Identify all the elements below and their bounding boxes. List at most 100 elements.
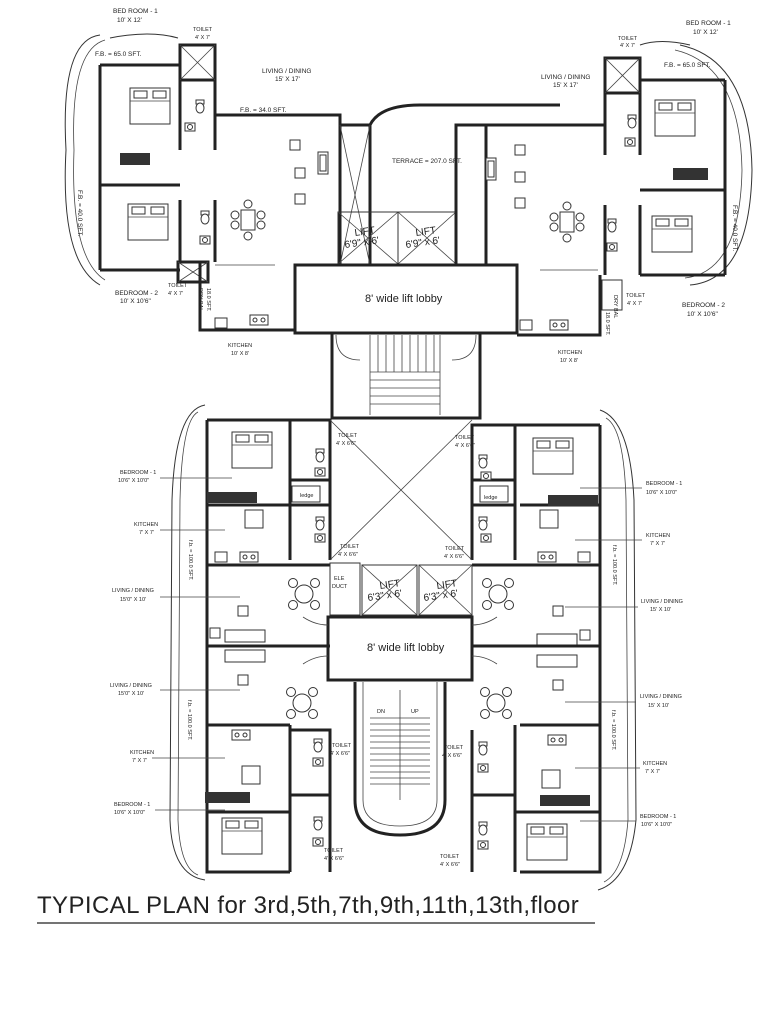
label-living-lt: LIVING / DINING xyxy=(112,588,154,594)
label-toilet1-rt: TOILET xyxy=(455,435,475,441)
label-fb1-right: F.B. = 65.0 SFT. xyxy=(664,62,711,69)
label-bedroom-rb: BEDROOM - 1 xyxy=(640,814,676,820)
label-bedroom-rt: BEDROOM - 1 xyxy=(646,481,682,487)
label-lobby-upper: 8' wide lift lobby xyxy=(365,293,443,305)
label-drybal-left: DRY BAL xyxy=(197,288,203,311)
label-ledge-left: ledge xyxy=(300,493,313,499)
label-lift2-lower: LIFT xyxy=(436,578,458,592)
label-living-left: LIVING / DINING xyxy=(262,68,311,75)
label-bedroom2-right: BEDROOM - 2 xyxy=(682,302,725,309)
label-lift1-upper: LIFT xyxy=(354,225,376,239)
balcony-left xyxy=(64,34,101,286)
size-toilet1-rt: 4' X 6'6" xyxy=(455,443,475,449)
stair-lower xyxy=(370,690,430,800)
label-fb1-left: F.B. = 65.0 SFT. xyxy=(95,51,142,58)
label-toilet2-right: TOILET xyxy=(626,293,646,299)
size-kitchen-left: 10' X 8' xyxy=(231,351,249,357)
label-toilet1-left: TOILET xyxy=(193,27,213,33)
label-fb-lb: f.b. = 100.0 SFT. xyxy=(186,700,192,741)
stair-upper xyxy=(335,334,477,415)
size-living-rt: 15' X 10' xyxy=(650,607,671,613)
balcony-right xyxy=(679,44,753,286)
label-drybal-area-right: 18.0 SFT. xyxy=(604,312,610,336)
label-drybal-area-left: 18.0 SFT. xyxy=(205,288,211,312)
size-toilet1-right: 4' X 7' xyxy=(620,43,635,49)
size-toilet2-right: 4' X 7' xyxy=(627,301,642,307)
label-terrace: TERRACE = 207.0 SFT. xyxy=(392,158,462,165)
label-lift1-lower: LIFT xyxy=(379,578,401,592)
size-kitchen-rb: 7' X 7' xyxy=(645,769,660,775)
size-bedroom2-right: 10' X 10'6" xyxy=(687,311,719,318)
label-toilet1-right: TOILET xyxy=(618,36,638,42)
label-living-rt: LIVING / DINING xyxy=(641,599,683,605)
size-lift1-lower: 6'3" x 6' xyxy=(367,588,403,604)
label-toilet1-lt: TOILET xyxy=(338,433,358,439)
label-kitchen-rb: KITCHEN xyxy=(643,761,667,767)
size-kitchen-lb: 7' X 7' xyxy=(132,758,147,764)
size-bedroom1-right: 10' X 12' xyxy=(693,29,718,36)
size-living-lt: 15'0" X 10' xyxy=(120,597,146,603)
size-bedroom1-left: 10' X 12' xyxy=(117,17,142,24)
label-toilet1-lb: TOILET xyxy=(332,743,352,749)
label-drybal-right: DRY BAL xyxy=(612,295,618,318)
size-toilet1-left: 4' X 7' xyxy=(195,35,210,41)
size-bedroom2-left: 10' X 10'6" xyxy=(120,298,152,305)
label-lobby-lower: 8' wide lift lobby xyxy=(367,642,445,654)
label-toilet2-rb: TOILET xyxy=(440,854,460,860)
size-toilet2-left: 4' X 7' xyxy=(168,291,183,297)
upper-block xyxy=(64,33,753,420)
label-toilet2-lb: TOILET xyxy=(324,848,344,854)
label-kitchen-left: KITCHEN xyxy=(228,343,252,349)
size-toilet2-rb: 4' X 6'6" xyxy=(440,862,460,868)
label-bedroom-lb: BEDROOM - 1 xyxy=(114,802,150,808)
size-living-rb: 15' X 10' xyxy=(648,703,669,709)
label-stair-dn: DN xyxy=(377,709,385,715)
size-toilet1-lt: 4' X 6'6" xyxy=(336,441,356,447)
lower-block xyxy=(169,404,637,891)
size-bedroom-rt: 10'6" X 10'0" xyxy=(646,490,677,496)
size-living-right: 15' X 17' xyxy=(553,82,578,89)
label-bedroom1-right: BED ROOM - 1 xyxy=(686,20,731,27)
label-kitchen-lt: KITCHEN xyxy=(134,522,158,528)
size-lift2-lower: 6'3" x 6' xyxy=(423,588,459,604)
label-toilet2-lt: TOILET xyxy=(340,544,360,550)
label-toilet2-left: TOILET xyxy=(168,283,188,289)
balcony-lower-right xyxy=(597,409,637,891)
label-kitchen-right: KITCHEN xyxy=(558,350,582,356)
label-living-right: LIVING / DINING xyxy=(541,74,590,81)
size-toilet1-rb: 4' X 6'6" xyxy=(442,753,462,759)
label-fb-lt: f.b. = 100.0 SFT. xyxy=(187,540,193,581)
label-bedroom2-left: BEDROOM - 2 xyxy=(115,290,158,297)
size-living-lb: 15'0" X 10' xyxy=(118,691,144,697)
label-ele: ELE xyxy=(334,576,345,582)
size-bedroom-lt: 10'6" X 10'0" xyxy=(118,478,149,484)
label-duct: DUCT xyxy=(332,584,348,590)
label-living-rb: LIVING / DINING xyxy=(640,694,682,700)
label-toilet2-rt: TOILET xyxy=(445,546,465,552)
size-lift1-upper: 6'9" x 6' xyxy=(344,235,380,251)
size-kitchen-lt: 7' X 7' xyxy=(139,530,154,536)
size-bedroom-lb: 10'6" X 10'0" xyxy=(114,810,145,816)
label-fb3-right: F.B. = 40.0 SFT. xyxy=(731,205,738,252)
label-fb-rt: f.b. = 100.0 SFT. xyxy=(611,545,617,586)
size-living-left: 15' X 17' xyxy=(275,76,300,83)
label-stair-up: UP xyxy=(411,709,419,715)
label-kitchen-rt: KITCHEN xyxy=(646,533,670,539)
label-living-lb: LIVING / DINING xyxy=(110,683,152,689)
size-lift2-upper: 6'9" x 6' xyxy=(405,235,441,251)
label-lift2-upper: LIFT xyxy=(415,225,437,239)
label-bedroom-lt: BEDROOM - 1 xyxy=(120,470,156,476)
size-toilet2-lb: 4' X 6'6" xyxy=(324,856,344,862)
label-fb2-left: F.B. = 34.0 SFT. xyxy=(240,107,287,114)
size-toilet2-rt: 4' X 6'6" xyxy=(444,554,464,560)
size-kitchen-right: 10' X 8' xyxy=(560,358,578,364)
label-ledge-right: ledge xyxy=(484,495,497,501)
size-kitchen-rt: 7' X 7' xyxy=(650,541,665,547)
balcony-lower-left xyxy=(169,404,206,881)
label-toilet1-rb: TOILET xyxy=(444,745,464,751)
size-toilet1-lb: 4' X 6'6" xyxy=(330,751,350,757)
size-toilet2-lt: 4' X 6'6" xyxy=(338,552,358,558)
plan-title: TYPICAL PLAN for 3rd,5th,7th,9th,11th,13… xyxy=(37,892,579,919)
label-kitchen-lb: KITCHEN xyxy=(130,750,154,756)
